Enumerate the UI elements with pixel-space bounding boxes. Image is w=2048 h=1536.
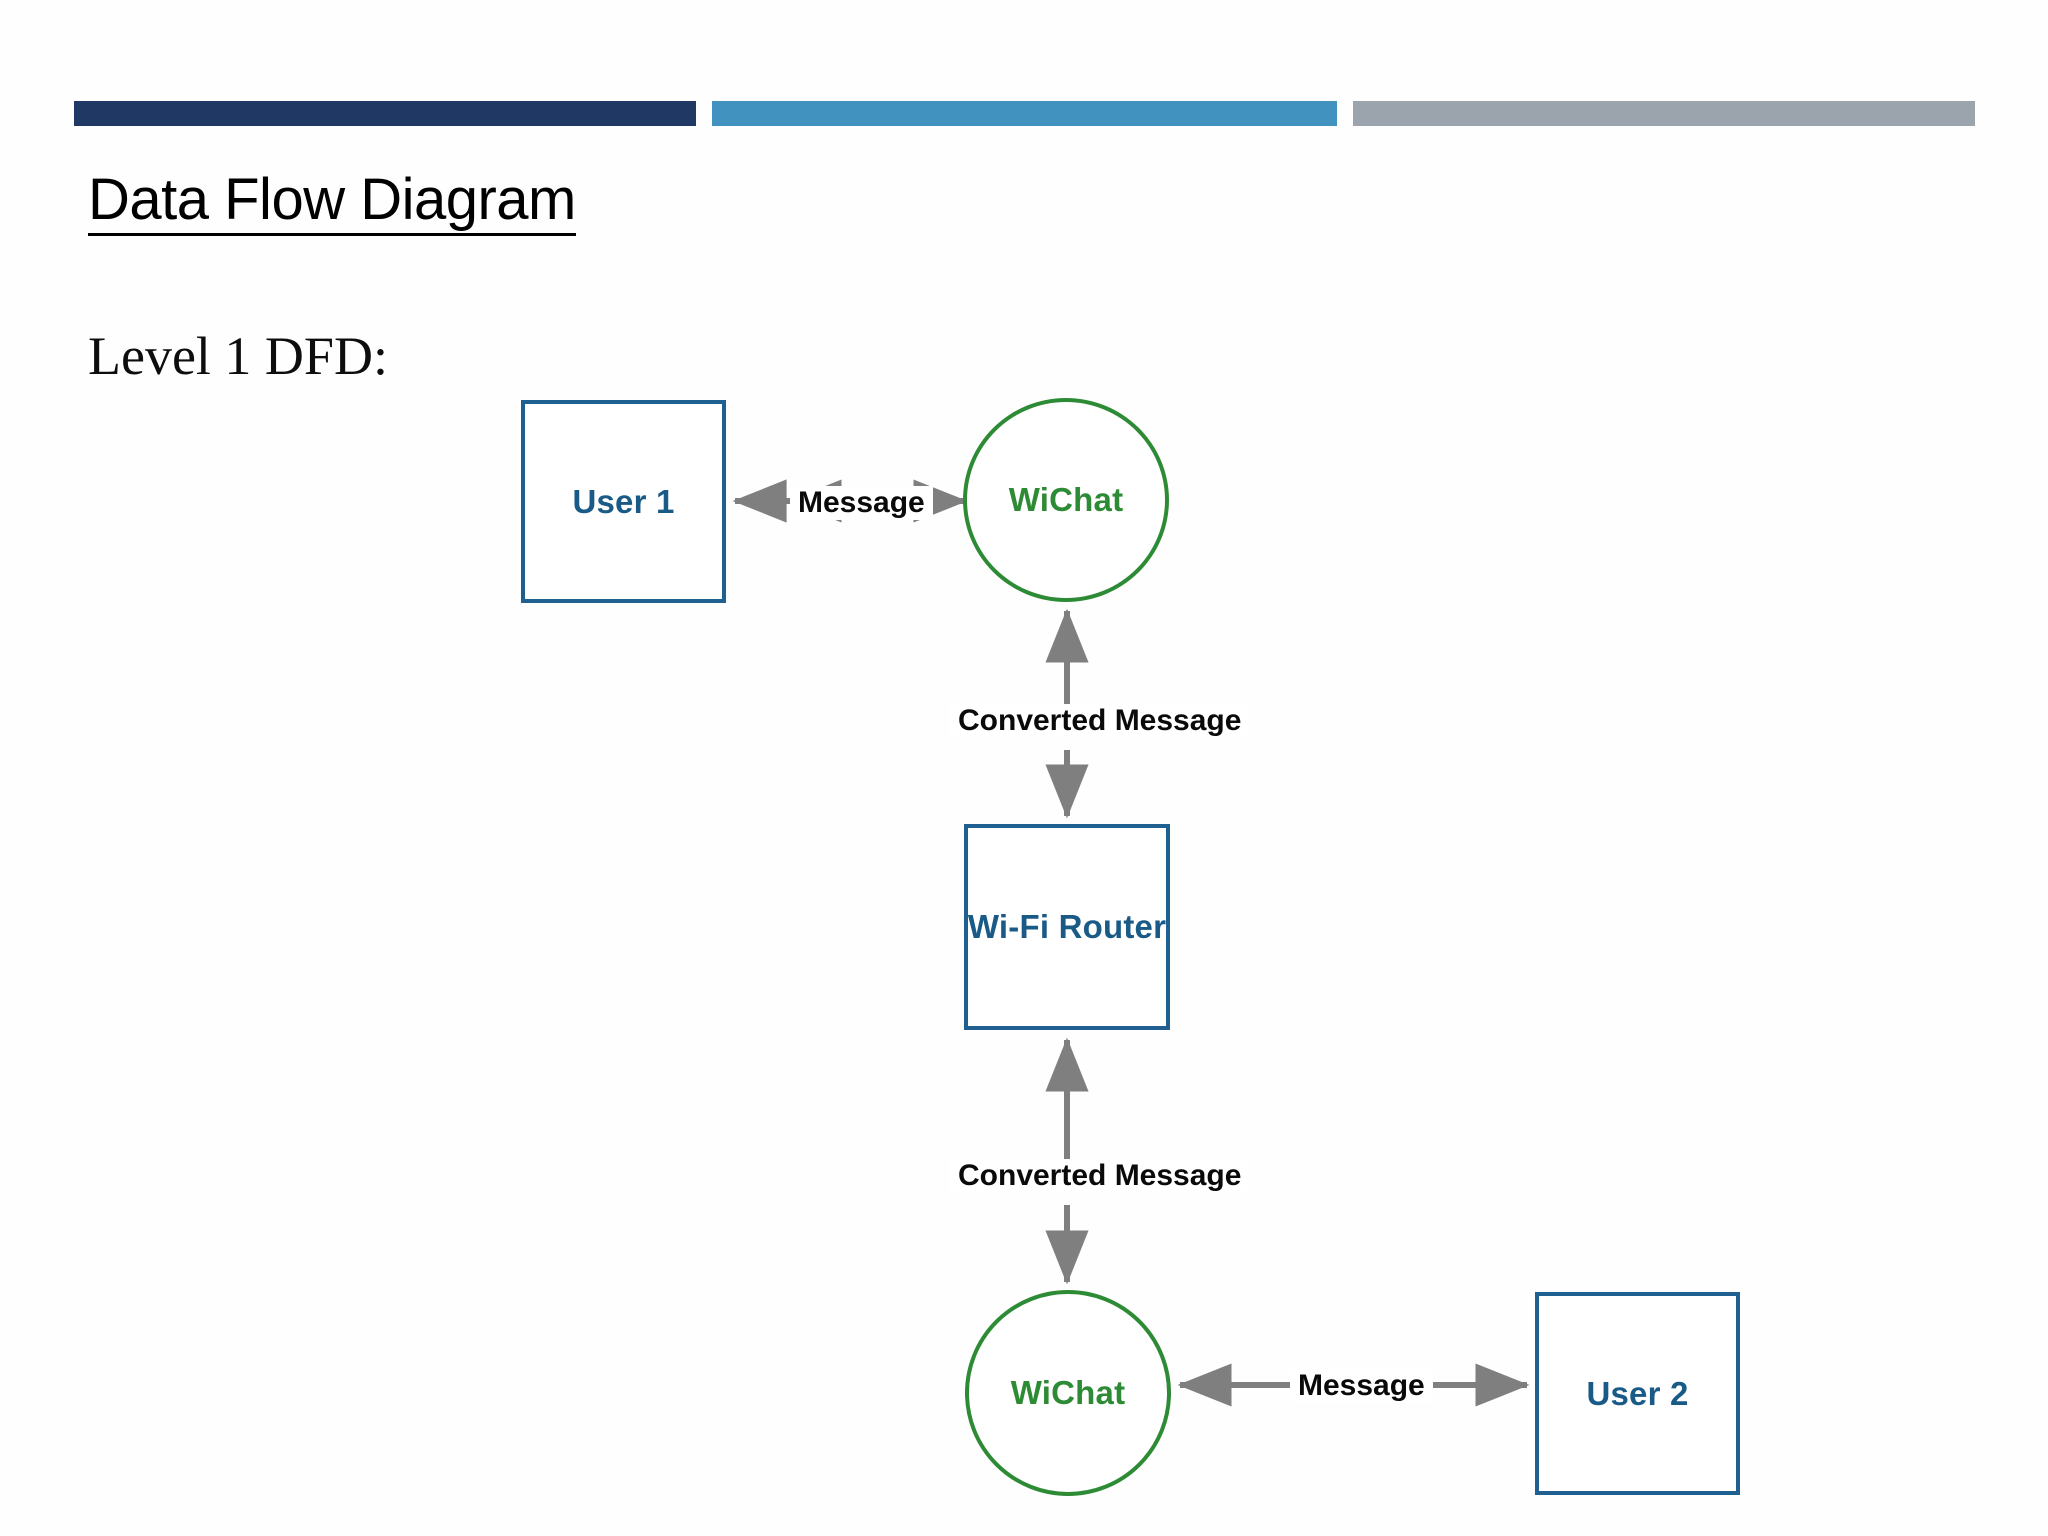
header-bar-navy xyxy=(74,101,696,126)
dfd-node-user-1[interactable]: User 1 xyxy=(521,400,726,603)
header-bar-grey xyxy=(1353,101,1975,126)
dfd-node-label: User 1 xyxy=(572,482,675,520)
dfd-node-label: Wi-Fi Router xyxy=(967,908,1167,945)
dfd-node-wifi-router[interactable]: Wi-Fi Router xyxy=(964,824,1170,1030)
dfd-node-user-2[interactable]: User 2 xyxy=(1535,1292,1740,1495)
flow-label-converted-message-bottom: Converted Message xyxy=(950,1159,1250,1193)
page-title: Data Flow Diagram xyxy=(88,169,576,236)
dfd-node-wichat-bottom[interactable]: WiChat xyxy=(965,1290,1171,1496)
dfd-node-wichat-top[interactable]: WiChat xyxy=(963,398,1169,602)
flow-label-message-top: Message xyxy=(790,486,933,520)
dfd-node-label: WiChat xyxy=(1010,1374,1126,1411)
subtitle-level-1-dfd: Level 1 DFD: xyxy=(88,326,388,386)
header-bar-blue xyxy=(712,101,1337,126)
flow-label-converted-message-top: Converted Message xyxy=(950,704,1250,738)
dfd-node-label: WiChat xyxy=(1008,481,1124,518)
dfd-node-label: User 2 xyxy=(1586,1374,1689,1412)
flow-label-message-bottom: Message xyxy=(1290,1369,1433,1403)
